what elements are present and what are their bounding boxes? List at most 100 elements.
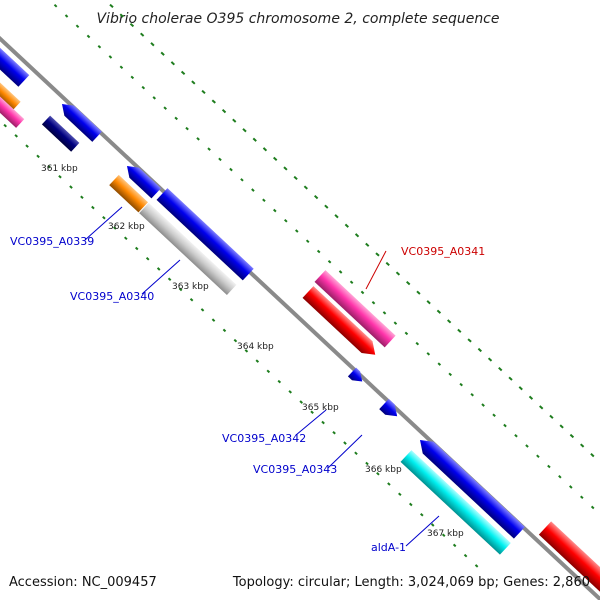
tick-dot xyxy=(406,280,411,286)
tick-dot xyxy=(539,405,544,410)
feature-gray-mid[interactable] xyxy=(139,202,237,296)
tick-dot xyxy=(299,400,303,404)
tick-dot xyxy=(14,134,18,138)
tick-dot xyxy=(316,249,321,254)
tick-dot xyxy=(437,362,442,366)
tick-dot xyxy=(119,13,124,18)
gene-label-VC0395_A0340[interactable]: VC0395_A0340 xyxy=(70,290,154,303)
tick-dot xyxy=(416,290,421,295)
tick-dot xyxy=(129,22,135,28)
tick-dot xyxy=(498,366,503,372)
tick-dot xyxy=(536,454,540,459)
feature-magenta-top[interactable] xyxy=(0,81,25,128)
tick-dot xyxy=(196,137,200,141)
tick-dot xyxy=(222,328,227,333)
tick-dot xyxy=(141,85,146,90)
feature-orange-top[interactable] xyxy=(0,67,21,111)
tick-dot xyxy=(108,55,113,59)
tick-dot xyxy=(395,271,401,276)
tick-dot xyxy=(580,495,584,499)
tick-dot xyxy=(467,338,472,343)
tick-dot xyxy=(492,413,496,418)
leader-line-VC0395_A0342 xyxy=(295,409,327,436)
tick-dot xyxy=(91,205,95,210)
tick-dot xyxy=(508,376,513,381)
tick-dot xyxy=(262,198,266,203)
tick-dot xyxy=(240,178,244,182)
tick-dot xyxy=(447,319,452,324)
feature-blue-mid-a[interactable] xyxy=(122,161,162,199)
tick-dot xyxy=(547,464,551,469)
tick-dot xyxy=(569,485,573,489)
gene-leader-lines xyxy=(84,206,440,547)
tick-dot xyxy=(310,410,314,415)
tick-dot xyxy=(80,195,84,200)
feature-red-bottom[interactable] xyxy=(538,521,600,597)
feature-cyan-alda[interactable] xyxy=(400,450,511,555)
tick-dot xyxy=(343,441,347,445)
tick-dot xyxy=(86,34,91,39)
tick-dot xyxy=(119,65,124,69)
feature-blue-a0342[interactable] xyxy=(347,367,366,386)
tick-dot xyxy=(102,216,106,220)
tick-dot xyxy=(262,147,268,152)
tick-dot xyxy=(569,433,575,439)
feature-red-a0341[interactable] xyxy=(302,286,381,360)
tick-ring xyxy=(3,3,595,568)
tick-dot xyxy=(130,75,135,80)
feature-blue-top-b[interactable] xyxy=(57,99,102,142)
kbp-tick-labels: 361 kbp 362 kbp 363 kbp 364 kbp 365 kbp … xyxy=(41,164,464,539)
tick-dot xyxy=(191,80,196,85)
tick-dot xyxy=(170,61,175,66)
tick-dot xyxy=(25,144,29,148)
tick-dot xyxy=(251,188,255,192)
tick-dot xyxy=(283,166,288,171)
tick-dot xyxy=(463,553,468,558)
tick-dot xyxy=(303,185,308,190)
gene-label-aldA-1[interactable]: aldA-1 xyxy=(371,541,406,554)
tick-dot xyxy=(64,14,69,18)
tick-dot xyxy=(180,70,186,75)
feature-blue-alda[interactable] xyxy=(415,434,525,539)
leader-line-VC0395_A0340 xyxy=(141,259,181,295)
tick-dot xyxy=(528,395,534,400)
tick-dot xyxy=(409,502,413,507)
tick-dot xyxy=(338,270,343,274)
tick-dot xyxy=(152,96,156,100)
kbp-tick-label: 361 kbp xyxy=(41,164,78,174)
tick-dot xyxy=(167,277,172,281)
gene-label-VC0395_A0343[interactable]: VC0395_A0343 xyxy=(253,463,337,476)
tick-dot xyxy=(375,252,380,257)
feature-orange-mid[interactable] xyxy=(109,174,149,213)
tick-dot xyxy=(382,311,387,315)
tick-dot xyxy=(140,32,145,37)
gene-label-VC0395_A0341[interactable]: VC0395_A0341 xyxy=(401,245,485,258)
feature-blue-top-a[interactable] xyxy=(0,34,30,87)
tick-dot xyxy=(327,259,332,264)
feature-magenta-a0341[interactable] xyxy=(314,270,396,348)
tick-dot xyxy=(387,482,391,486)
tick-dot xyxy=(426,352,431,356)
tick-dot xyxy=(332,431,336,435)
feature-blue-mid-b[interactable] xyxy=(156,188,254,281)
leader-line-VC0395_A0339 xyxy=(84,206,123,241)
tick-dot xyxy=(452,543,457,548)
tick-dot xyxy=(354,451,358,456)
tick-dot xyxy=(376,471,380,476)
tick-dot xyxy=(436,309,442,314)
tick-dot xyxy=(393,321,398,325)
tick-dot xyxy=(354,233,360,238)
feature-layer xyxy=(0,34,600,597)
tick-dot xyxy=(487,357,493,362)
tick-dot xyxy=(430,523,435,527)
tick-dot xyxy=(525,444,529,448)
gene-label-VC0395_A0339[interactable]: VC0395_A0339 xyxy=(10,235,94,248)
tick-dot xyxy=(360,290,365,295)
feature-blue-a0343[interactable] xyxy=(379,398,402,422)
feature-navy-top[interactable] xyxy=(41,115,80,152)
tick-dot xyxy=(344,223,349,228)
gene-label-VC0395_A0342[interactable]: VC0395_A0342 xyxy=(222,432,306,445)
tick-dot xyxy=(109,3,114,9)
tick-dot xyxy=(293,175,298,181)
